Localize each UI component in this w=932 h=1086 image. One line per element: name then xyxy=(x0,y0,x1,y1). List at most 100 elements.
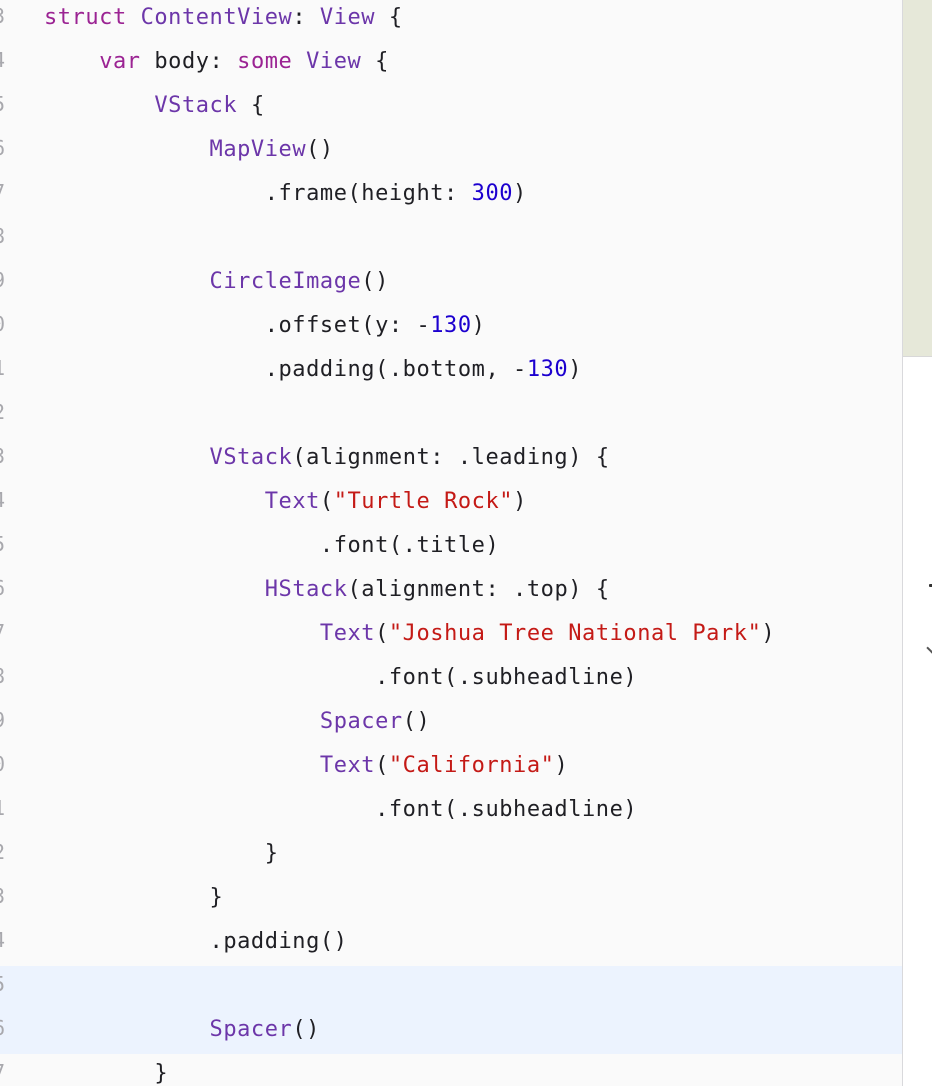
code-line[interactable]: 3 struct ContentView: View { xyxy=(0,0,902,42)
code-text: MapView() xyxy=(44,134,334,166)
line-number: 4 xyxy=(0,48,13,72)
code-token-plain: .padding() xyxy=(44,929,348,954)
code-line[interactable]: 4 var body: some View { xyxy=(0,42,902,86)
code-token-plain: () xyxy=(361,269,389,294)
code-line[interactable]: 5 VStack { xyxy=(0,86,902,130)
code-token-number: 300 xyxy=(471,181,514,206)
line-number: 0 xyxy=(0,312,13,336)
code-line[interactable]: 1 .padding(.bottom, -130) xyxy=(0,350,902,394)
code-token-plain: : xyxy=(292,5,320,30)
code-token-type: Text xyxy=(264,489,320,514)
code-token-plain: .offset(y: - xyxy=(44,313,431,338)
code-token-plain: } xyxy=(44,841,279,866)
code-token-plain: .font(.subheadline) xyxy=(44,665,638,690)
code-line[interactable]: 2 } xyxy=(0,834,902,878)
code-token-type: VStack xyxy=(154,93,238,118)
code-token-plain xyxy=(44,1017,210,1042)
code-token-plain: ) xyxy=(761,621,776,646)
code-text: Spacer() xyxy=(44,1014,320,1046)
code-text: VStack { xyxy=(44,90,265,122)
code-token-plain: body: xyxy=(140,49,238,74)
code-token-plain: () xyxy=(292,1017,320,1042)
code-token-plain: () xyxy=(402,709,431,734)
code-token-type: VStack xyxy=(209,445,293,470)
line-number: 4 xyxy=(0,928,13,952)
code-line[interactable]: 4 Text("Turtle Rock") xyxy=(0,482,902,526)
code-text: .padding(.bottom, -130) xyxy=(44,354,582,386)
code-token-type: Text xyxy=(319,621,376,646)
code-token-plain: { xyxy=(237,93,265,118)
line-number: 2 xyxy=(0,400,13,424)
code-line[interactable]: 2 xyxy=(0,394,902,438)
code-token-plain: () xyxy=(306,137,334,162)
code-token-plain: .frame(height: xyxy=(44,181,472,206)
code-token-plain xyxy=(44,489,265,514)
line-number: 5 xyxy=(0,972,13,996)
code-token-plain xyxy=(44,269,210,294)
code-token-plain: { xyxy=(375,5,403,30)
preview-chevron-icon xyxy=(926,642,932,654)
code-text: HStack(alignment: .top) { xyxy=(44,574,610,606)
code-line[interactable]: 4 .padding() xyxy=(0,922,902,966)
code-token-plain: ( xyxy=(375,621,389,646)
canvas-preview-panel[interactable] xyxy=(902,0,932,1086)
code-text: .font(.title) xyxy=(44,530,499,562)
line-number: 3 xyxy=(0,4,13,28)
code-text: } xyxy=(44,1058,168,1086)
code-line[interactable]: 0 .offset(y: -130) xyxy=(0,306,902,350)
preview-text-fragment xyxy=(929,584,932,587)
code-line[interactable]: 0 Text("California") xyxy=(0,746,902,790)
code-token-string: "California" xyxy=(388,753,555,778)
code-token-plain: .font(.title) xyxy=(44,533,500,558)
line-number: 7 xyxy=(0,1060,13,1084)
code-line[interactable]: 7 .frame(height: 300) xyxy=(0,174,902,218)
code-line[interactable]: 3 VStack(alignment: .leading) { xyxy=(0,438,902,482)
code-line[interactable]: 9 CircleImage() xyxy=(0,262,902,306)
code-line[interactable]: 7 } xyxy=(0,1054,902,1086)
line-number: 8 xyxy=(0,224,13,248)
code-token-plain xyxy=(44,445,210,470)
code-text: VStack(alignment: .leading) { xyxy=(44,442,610,474)
code-token-type: Spacer xyxy=(209,1017,293,1042)
code-token-plain: ) xyxy=(568,357,583,382)
code-token-plain xyxy=(44,49,99,74)
line-number: 4 xyxy=(0,488,13,512)
code-line[interactable]: 1 .font(.subheadline) xyxy=(0,790,902,834)
code-token-type: View xyxy=(319,5,376,30)
code-token-keyword: some xyxy=(237,49,293,74)
line-number: 6 xyxy=(0,136,13,160)
line-number: 3 xyxy=(0,884,13,908)
line-number: 5 xyxy=(0,92,13,116)
line-number: 3 xyxy=(0,444,13,468)
code-line[interactable]: 9 Spacer() xyxy=(0,702,902,746)
code-line[interactable]: 6 Spacer() xyxy=(0,1010,902,1054)
code-token-type: Text xyxy=(319,753,376,778)
map-preview xyxy=(903,0,932,357)
code-token-number: 130 xyxy=(526,357,569,382)
code-line[interactable]: 8 .font(.subheadline) xyxy=(0,658,902,702)
line-number: 9 xyxy=(0,708,13,732)
code-line[interactable]: 5 .font(.title) xyxy=(0,526,902,570)
line-number: 0 xyxy=(0,752,13,776)
code-line[interactable]: 7 Text("Joshua Tree National Park") xyxy=(0,614,902,658)
code-token-plain: { xyxy=(361,49,389,74)
code-text: .font(.subheadline) xyxy=(44,662,637,694)
code-text: .font(.subheadline) xyxy=(44,794,637,826)
code-line[interactable]: 3 } xyxy=(0,878,902,922)
code-token-plain xyxy=(44,753,320,778)
code-token-plain: (alignment: .leading) { xyxy=(292,445,610,470)
code-text: } xyxy=(44,882,223,914)
code-token-keyword: struct xyxy=(44,5,141,30)
code-token-type: ContentView xyxy=(140,5,293,30)
code-text: .offset(y: -130) xyxy=(44,310,485,342)
code-line[interactable]: 6 MapView() xyxy=(0,130,902,174)
code-token-type: HStack xyxy=(264,577,348,602)
code-editor[interactable]: 3 struct ContentView: View {4 var body: s… xyxy=(0,0,902,1086)
code-line[interactable]: 5 xyxy=(0,966,902,1010)
code-line[interactable]: 8 xyxy=(0,218,902,262)
code-line[interactable]: 6 HStack(alignment: .top) { xyxy=(0,570,902,614)
code-text: .frame(height: 300) xyxy=(44,178,527,210)
code-token-plain: } xyxy=(44,1061,169,1086)
code-token-string: "Turtle Rock" xyxy=(333,489,514,514)
code-text: Text("Joshua Tree National Park") xyxy=(44,618,775,650)
